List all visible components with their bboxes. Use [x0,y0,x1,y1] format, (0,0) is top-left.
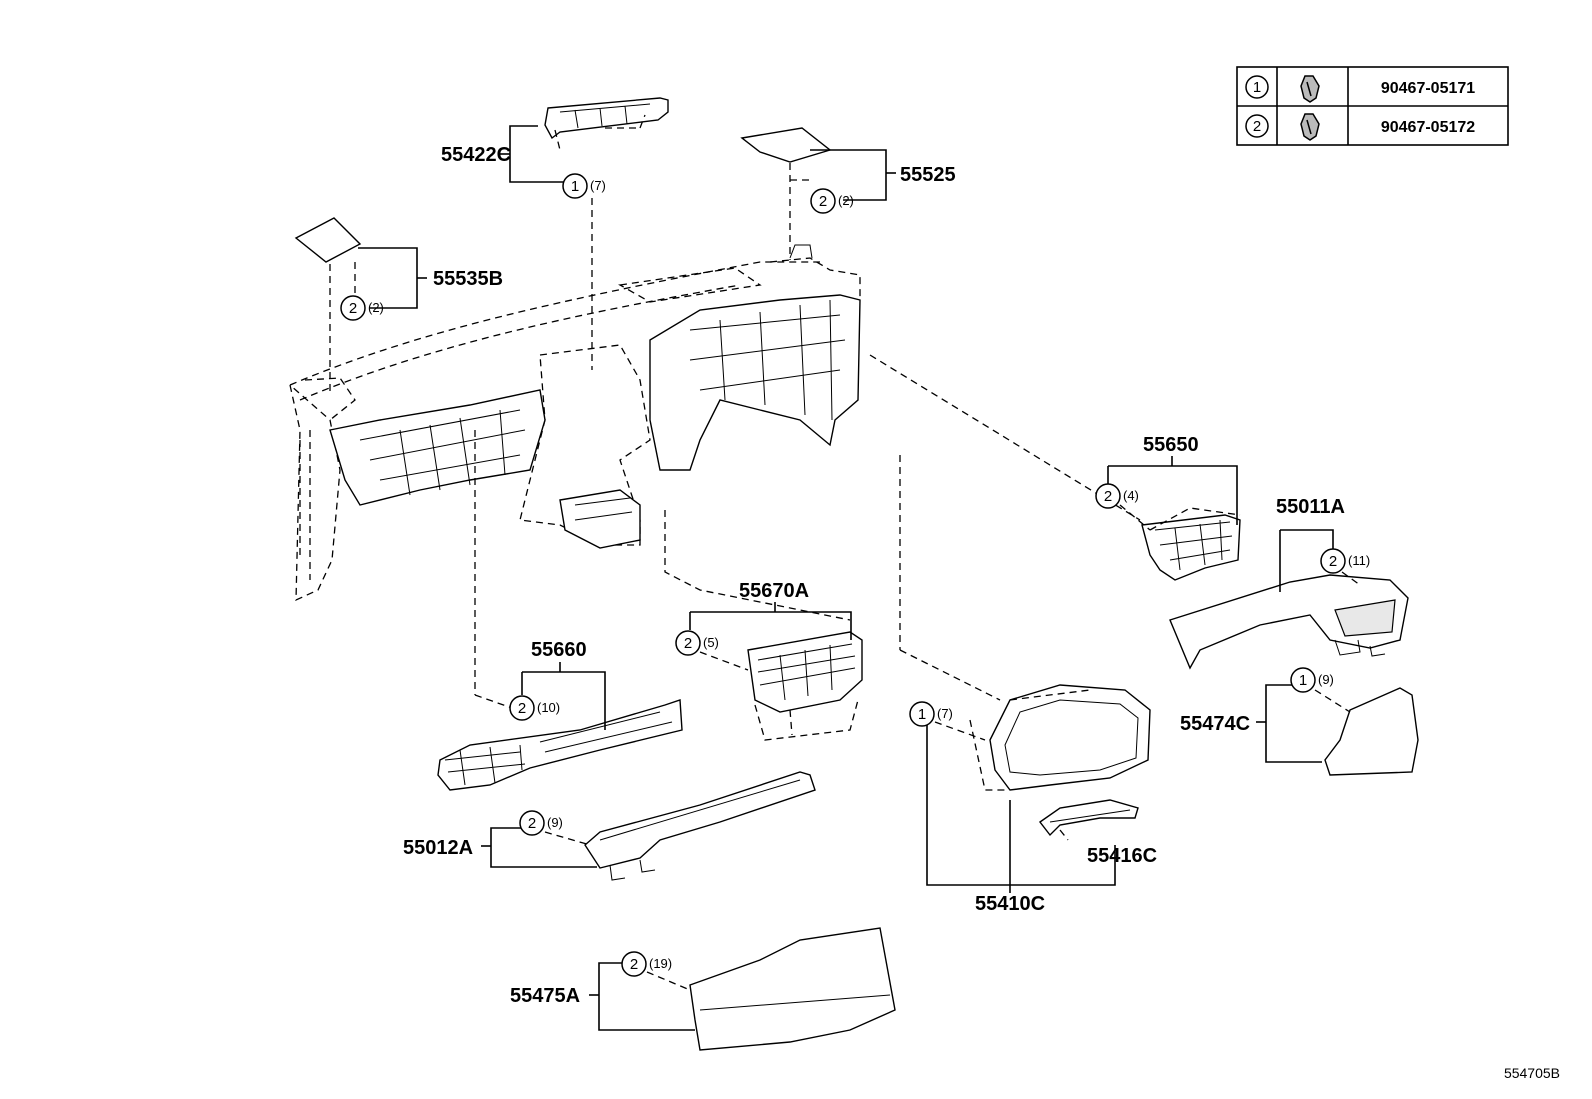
part-55012A: 55012A 2 (9) [403,771,816,881]
clip-callout-55670A: 2 [684,635,692,652]
legend-part-number-2: 90467-05172 [1381,119,1475,136]
part-55525: 55525 2 (2) [740,127,956,260]
clip-callout-55422C: 1 [571,178,579,195]
part-55650: 55650 2 (4) [869,354,1241,581]
part-55011A: 55011A 2 (11) [1169,496,1409,670]
part-label-55422C: 55422C [441,144,511,166]
clip-icon [1300,75,1320,103]
part-55475A: 55475A 2 (19) [510,927,896,1051]
part-label-55660: 55660 [531,639,587,661]
clip-callout-55535B: 2 [349,300,357,317]
figure-reference: 554705B [1504,1065,1560,1081]
clip-callout-55475A: 2 [630,956,638,973]
legend-index-1: 1 [1253,79,1261,96]
part-label-55416C: 55416C [1087,845,1157,867]
qty-55011A: (11) [1348,553,1370,568]
qty-55474C: (9) [1318,672,1334,687]
qty-55660: (10) [537,700,560,715]
qty-55535B: (2) [368,300,384,315]
qty-55422C: (7) [590,178,606,193]
qty-55650: (4) [1123,488,1139,503]
qty-55475A: (19) [649,956,672,971]
part-55535B: 55535B 2 (2) [294,217,503,395]
legend-index-2: 2 [1253,118,1261,135]
clip-legend-table: 1 90467-05171 2 90467-05172 [1236,66,1509,146]
part-label-55474C: 55474C [1180,713,1250,735]
clip-callout-55650: 2 [1104,488,1112,505]
clip-callout-55410C: 1 [918,706,926,723]
qty-55670A: (5) [703,635,719,650]
legend-row-2: 2 90467-05172 [1245,113,1475,141]
part-label-55011A: 55011A [1276,496,1345,518]
clip-callout-55474C: 1 [1299,672,1307,689]
qty-55525: (2) [838,193,854,208]
clip-callout-55660: 2 [518,700,526,717]
qty-55012A: (9) [547,815,563,830]
part-label-55475A: 55475A [510,985,580,1007]
part-55410C: 55410C 1 (7) [899,455,1151,915]
clip-callout-55011A: 2 [1329,553,1337,570]
instrument-panel-frame [288,244,861,602]
clip-callout-55012A: 2 [528,815,536,832]
part-55416C: 55416C [1038,799,1157,867]
part-label-55535B: 55535B [433,268,503,290]
part-label-55012A: 55012A [403,837,473,859]
part-55670A: 55670A 2 (5) [664,510,863,741]
legend-part-number-1: 90467-05171 [1381,80,1475,97]
part-55422C: 55422C 1 (7) [441,97,669,370]
legend-row-1: 1 90467-05171 [1245,75,1475,103]
part-label-55650: 55650 [1143,434,1199,456]
part-55660: 55660 2 (10) [437,430,683,791]
part-55474C: 55474C 1 (9) [1180,667,1419,776]
part-label-55410C: 55410C [975,893,1045,915]
clip-icon [1300,113,1320,141]
qty-55410C: (7) [937,706,953,721]
part-label-55670A: 55670A [739,580,809,602]
part-label-55525: 55525 [900,164,956,186]
clip-callout-55525: 2 [819,193,827,210]
